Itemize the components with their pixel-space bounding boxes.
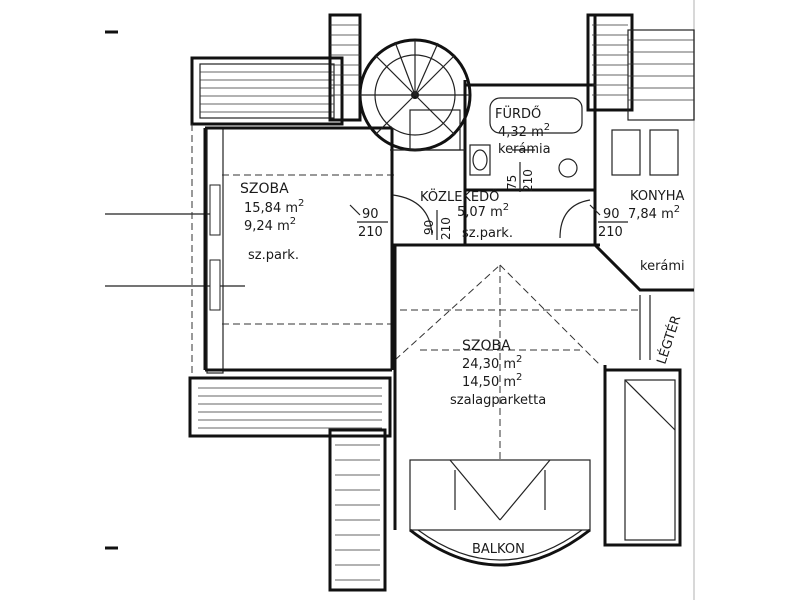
svg-text:90: 90 bbox=[603, 207, 620, 222]
room-name-szoba-2: SZOBA bbox=[462, 338, 511, 354]
room-floor-szoba-1: sz.park. bbox=[248, 248, 299, 263]
spiral-staircase bbox=[358, 38, 472, 152]
room-name-konyha: KONYHA bbox=[630, 189, 684, 204]
svg-text:210: 210 bbox=[521, 169, 535, 192]
room-name-legter: LÉGTÉR bbox=[654, 313, 685, 366]
top-vertical-hatch bbox=[328, 13, 362, 122]
room-floor-konyha: kerámi bbox=[640, 259, 685, 274]
room-walls-left bbox=[191, 124, 395, 375]
door-label-1: 90 210 bbox=[349, 204, 388, 240]
balcony bbox=[409, 459, 591, 567]
room-name-furdo: FÜRDŐ bbox=[495, 105, 541, 122]
terrace-bottom-left bbox=[188, 376, 392, 592]
door-label-4: 75 210 bbox=[505, 162, 535, 192]
room-name-szoba-1: SZOBA bbox=[240, 181, 289, 197]
room-floor-kozlekedo: sz.park. bbox=[462, 226, 513, 241]
room-floor-szoba-2: szalagparketta bbox=[450, 393, 546, 408]
kitchen-area bbox=[586, 13, 695, 292]
page-margin bbox=[693, 0, 800, 600]
room-area-szoba-2-a: 24,30 m2 bbox=[462, 354, 522, 372]
room-name-kozlekedo: KÖZLEKEDŐ bbox=[420, 188, 499, 205]
room-name-balkon: BALKON bbox=[472, 542, 525, 557]
legter-block bbox=[603, 295, 682, 547]
svg-text:90: 90 bbox=[422, 220, 436, 235]
interior-walls bbox=[390, 15, 600, 247]
svg-text:75: 75 bbox=[505, 175, 519, 190]
svg-text:210: 210 bbox=[358, 225, 383, 240]
door-label-2: 90 210 bbox=[422, 210, 453, 240]
terrace-top-left bbox=[190, 56, 344, 126]
room-area-kozlekedo: 5,07 m2 bbox=[457, 202, 509, 220]
room-area-konyha: 7,84 m2 bbox=[628, 204, 680, 222]
svg-text:210: 210 bbox=[439, 217, 453, 240]
room-area-furdo: 4,32 m2 bbox=[498, 122, 550, 140]
room-floor-furdo: kerámia bbox=[498, 142, 551, 157]
door-label-3: 90 210 bbox=[589, 204, 628, 240]
svg-text:210: 210 bbox=[598, 225, 623, 240]
room-area-szoba-1-a: 15,84 m2 bbox=[244, 198, 304, 216]
room-area-szoba-1-b: 9,24 m2 bbox=[244, 216, 296, 234]
svg-text:90: 90 bbox=[362, 207, 379, 222]
room-area-szoba-2-b: 14,50 m2 bbox=[462, 372, 522, 390]
roof-ridge-lines bbox=[393, 245, 640, 530]
